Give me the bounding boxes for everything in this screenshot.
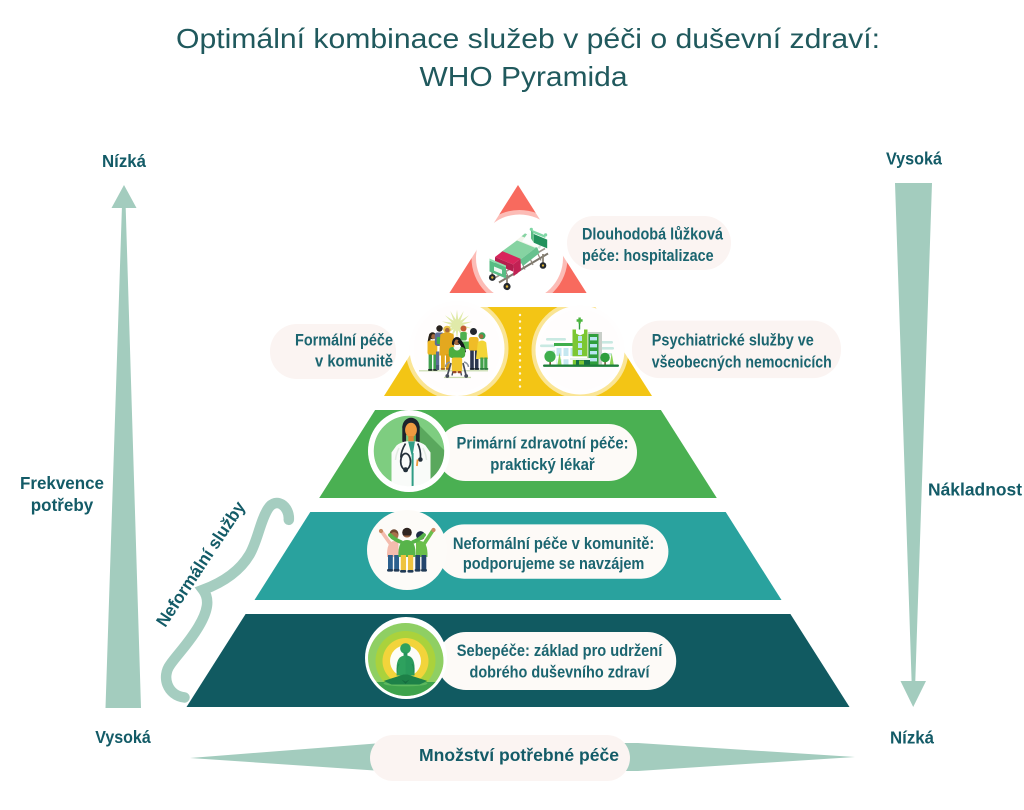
svg-text:Vysoká: Vysoká <box>95 727 151 747</box>
svg-text:v komunitě: v komunitě <box>315 352 393 371</box>
svg-text:Sebepéče: základ pro udržení: Sebepéče: základ pro udržení <box>457 641 664 660</box>
svg-text:Psychiatrické služby ve: Psychiatrické služby ve <box>652 331 814 350</box>
svg-text:všeobecných nemocnicích: všeobecných nemocnicích <box>652 353 832 372</box>
svg-text:Formální péče: Formální péče <box>295 331 393 350</box>
svg-text:praktický lékař: praktický lékař <box>490 455 595 474</box>
svg-text:Primární zdravotní péče:: Primární zdravotní péče: <box>457 434 629 453</box>
svg-text:Množství potřebné péče: Množství potřebné péče <box>419 745 619 765</box>
svg-text:Frekvence: Frekvence <box>20 473 104 493</box>
svg-text:Nízká: Nízká <box>102 151 146 171</box>
svg-text:Nízká: Nízká <box>890 728 934 748</box>
svg-text:Dlouhodobá lůžková: Dlouhodobá lůžková <box>582 225 723 244</box>
svg-text:Neformální péče v komunitě:: Neformální péče v komunitě: <box>453 534 655 553</box>
svg-text:dobrého duševního zdraví: dobrého duševního zdraví <box>470 663 651 682</box>
svg-text:WHO Pyramida: WHO Pyramida <box>420 61 629 92</box>
svg-text:Vysoká: Vysoká <box>886 149 942 169</box>
svg-text:podporujeme se navzájem: podporujeme se navzájem <box>463 554 645 573</box>
svg-text:Optimální kombinace služeb v p: Optimální kombinace služeb v péči o duše… <box>176 23 880 54</box>
svg-text:Nákladnost: Nákladnost <box>928 480 1022 500</box>
svg-text:péče: hospitalizace: péče: hospitalizace <box>582 246 714 265</box>
svg-text:potřeby: potřeby <box>31 495 94 515</box>
